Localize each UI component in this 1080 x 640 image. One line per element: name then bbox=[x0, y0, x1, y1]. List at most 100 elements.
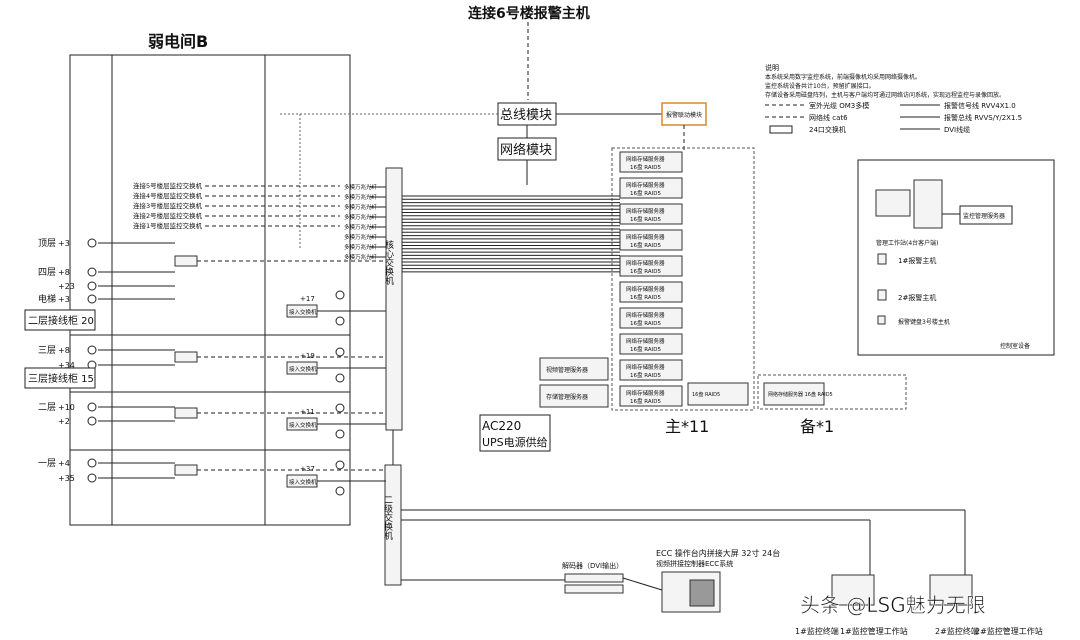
camera-icon bbox=[335, 403, 345, 413]
extra-unit bbox=[687, 382, 749, 406]
nvr-unit bbox=[619, 281, 683, 303]
camera-icon bbox=[87, 294, 97, 304]
floor-box-1-label: 二层接线柜 20 bbox=[28, 314, 94, 327]
floor-count: +3 bbox=[58, 239, 70, 248]
control-panel bbox=[857, 159, 1055, 356]
nvr-unit-label: 网络存储服务器 bbox=[626, 181, 665, 189]
camera-icon bbox=[87, 238, 97, 248]
connection-group: 连接5号楼层监控交换机连接4号楼层监控交换机连接3号楼层监控交换机连接2号楼层监… bbox=[133, 181, 340, 230]
ups-box bbox=[479, 414, 551, 452]
item1-label: 1#报警主机 bbox=[898, 256, 936, 265]
nvr-unit-label: 网络存储服务器 bbox=[626, 337, 665, 345]
nvr-unit bbox=[619, 229, 683, 251]
backup-unit-label: 网络存储服务器 16盘 RAID5 bbox=[768, 391, 833, 398]
legend-label: 报警信号线 RVV4X1.0 bbox=[944, 101, 1016, 110]
camera-icon bbox=[87, 458, 97, 468]
workstation-1-icon bbox=[831, 574, 875, 606]
notes-title: 说明 bbox=[765, 63, 779, 72]
panel-footer: 控制室设备 bbox=[1000, 342, 1030, 350]
monitor-icon bbox=[875, 189, 911, 217]
connection-label: 连接4号楼层监控交换机 bbox=[133, 191, 203, 200]
nvr-unit-label: 网络存储服务器 bbox=[626, 389, 665, 397]
access-switch-label: 接入交换机 bbox=[289, 478, 317, 486]
floor-box-2-label: 三层接线柜 15 bbox=[28, 372, 94, 385]
camera-icon bbox=[87, 345, 97, 355]
nvr-rack bbox=[611, 147, 755, 411]
access-count: +11 bbox=[300, 408, 315, 416]
item3-label: 报警键盘3号楼主机 bbox=[898, 318, 950, 326]
camera-icon bbox=[335, 460, 345, 470]
network-module-label: 网络模块 bbox=[500, 142, 552, 158]
nvr-unit-label: 网络存储服务器 bbox=[626, 155, 665, 163]
side-server-2 bbox=[539, 384, 609, 408]
access-switch-label: 接入交换机 bbox=[289, 308, 317, 316]
floor-switch-icon bbox=[174, 407, 198, 419]
access-switch-label: 接入交换机 bbox=[289, 421, 317, 429]
legend-label: DVI线缆 bbox=[944, 125, 970, 134]
floor-count: +34 bbox=[58, 361, 75, 370]
floor-count: +35 bbox=[58, 474, 75, 483]
decoder-1 bbox=[564, 573, 624, 583]
bottom-label-1: 1#监控终端 bbox=[795, 626, 839, 636]
nvr-unit bbox=[619, 307, 683, 329]
notes-line2: 监控系统设备共计10台，预留扩展接口。 bbox=[765, 82, 875, 90]
nvr-unit-model: 16盘 RAID5 bbox=[630, 241, 661, 249]
core-switch-label: 核心交换机 bbox=[383, 239, 394, 286]
secondary-switch-label: 二级交换机 bbox=[382, 495, 393, 541]
floor-name: 顶层 bbox=[38, 238, 56, 249]
connection-label: 连接3号楼层监控交换机 bbox=[133, 201, 203, 210]
floor-switch-icon bbox=[174, 255, 198, 267]
nvr-unit bbox=[619, 177, 683, 199]
server-box bbox=[959, 205, 1013, 225]
nvr-unit bbox=[619, 385, 683, 407]
nvr-unit-model: 16盘 RAID5 bbox=[630, 319, 661, 327]
backup-rack bbox=[757, 374, 907, 410]
nvr-unit-label: 网络存储服务器 bbox=[626, 285, 665, 293]
camera-icon bbox=[335, 373, 345, 383]
floor-name: 四层 bbox=[38, 267, 56, 278]
floor-box-1 bbox=[24, 309, 96, 331]
access-count: +37 bbox=[300, 465, 315, 473]
room-label: 弱电间B bbox=[148, 32, 208, 51]
side-server-1-label: 视频管理服务器 bbox=[546, 366, 588, 374]
floor-count: +8 bbox=[58, 346, 70, 355]
floor-switch-icon bbox=[174, 464, 198, 476]
bottom-label-4: 2#监控管理工作站 bbox=[975, 626, 1043, 636]
connection-label: 连接5号楼层监控交换机 bbox=[133, 181, 203, 190]
nvr-unit-label: 网络存储服务器 bbox=[626, 259, 665, 267]
switch-legend-icon bbox=[769, 125, 793, 134]
nvr-unit bbox=[619, 255, 683, 277]
uplink-label: 多模万兆光纤 bbox=[344, 213, 378, 221]
legend-label: 网络线 cat6 bbox=[809, 113, 848, 122]
camera-icon bbox=[87, 416, 97, 426]
core-switch bbox=[385, 167, 403, 431]
floor-name: 三层 bbox=[38, 345, 56, 356]
camera-icon bbox=[87, 281, 97, 291]
server-label: 监控管理服务器 bbox=[963, 212, 1005, 220]
nvr-unit-model: 16盘 RAID5 bbox=[630, 397, 661, 405]
legend-label: 24口交换机 bbox=[809, 125, 846, 134]
fiber-bundle bbox=[402, 195, 620, 273]
side-server-2-label: 存储管理服务器 bbox=[546, 393, 588, 401]
uplink-label: 多模万兆光纤 bbox=[344, 193, 378, 201]
item2-label: 2#报警主机 bbox=[898, 293, 936, 302]
nvr-unit-label: 网络存储服务器 bbox=[626, 311, 665, 319]
alarm-host-1-icon bbox=[877, 253, 887, 265]
access-switch-label: 接入交换机 bbox=[289, 365, 317, 373]
floor-count: +23 bbox=[58, 282, 75, 291]
camera-icon bbox=[87, 402, 97, 412]
camera-icon bbox=[335, 316, 345, 326]
floor-count: +4 bbox=[58, 459, 70, 468]
uplink-label: 多模万兆光纤 bbox=[344, 243, 378, 251]
nvr-unit bbox=[619, 203, 683, 225]
floor-count: +3 bbox=[58, 295, 70, 304]
nvr-unit-model: 16盘 RAID5 bbox=[630, 267, 661, 275]
notes-line3: 存储设备采用磁盘阵列，主机与客户端均可通过网络访问系统，实现远程监控与录像回放。 bbox=[765, 91, 1005, 99]
backup-unit bbox=[763, 382, 825, 406]
bottom-label-2: 1#监控管理工作站 bbox=[840, 626, 908, 636]
legend-label: 报警总线 RVVS/Y/2X1.5 bbox=[944, 113, 1022, 122]
dvi-label: 解码器（DVI输出） bbox=[562, 561, 623, 570]
nvr-unit-label: 网络存储服务器 bbox=[626, 207, 665, 215]
camera-icon bbox=[335, 290, 345, 300]
